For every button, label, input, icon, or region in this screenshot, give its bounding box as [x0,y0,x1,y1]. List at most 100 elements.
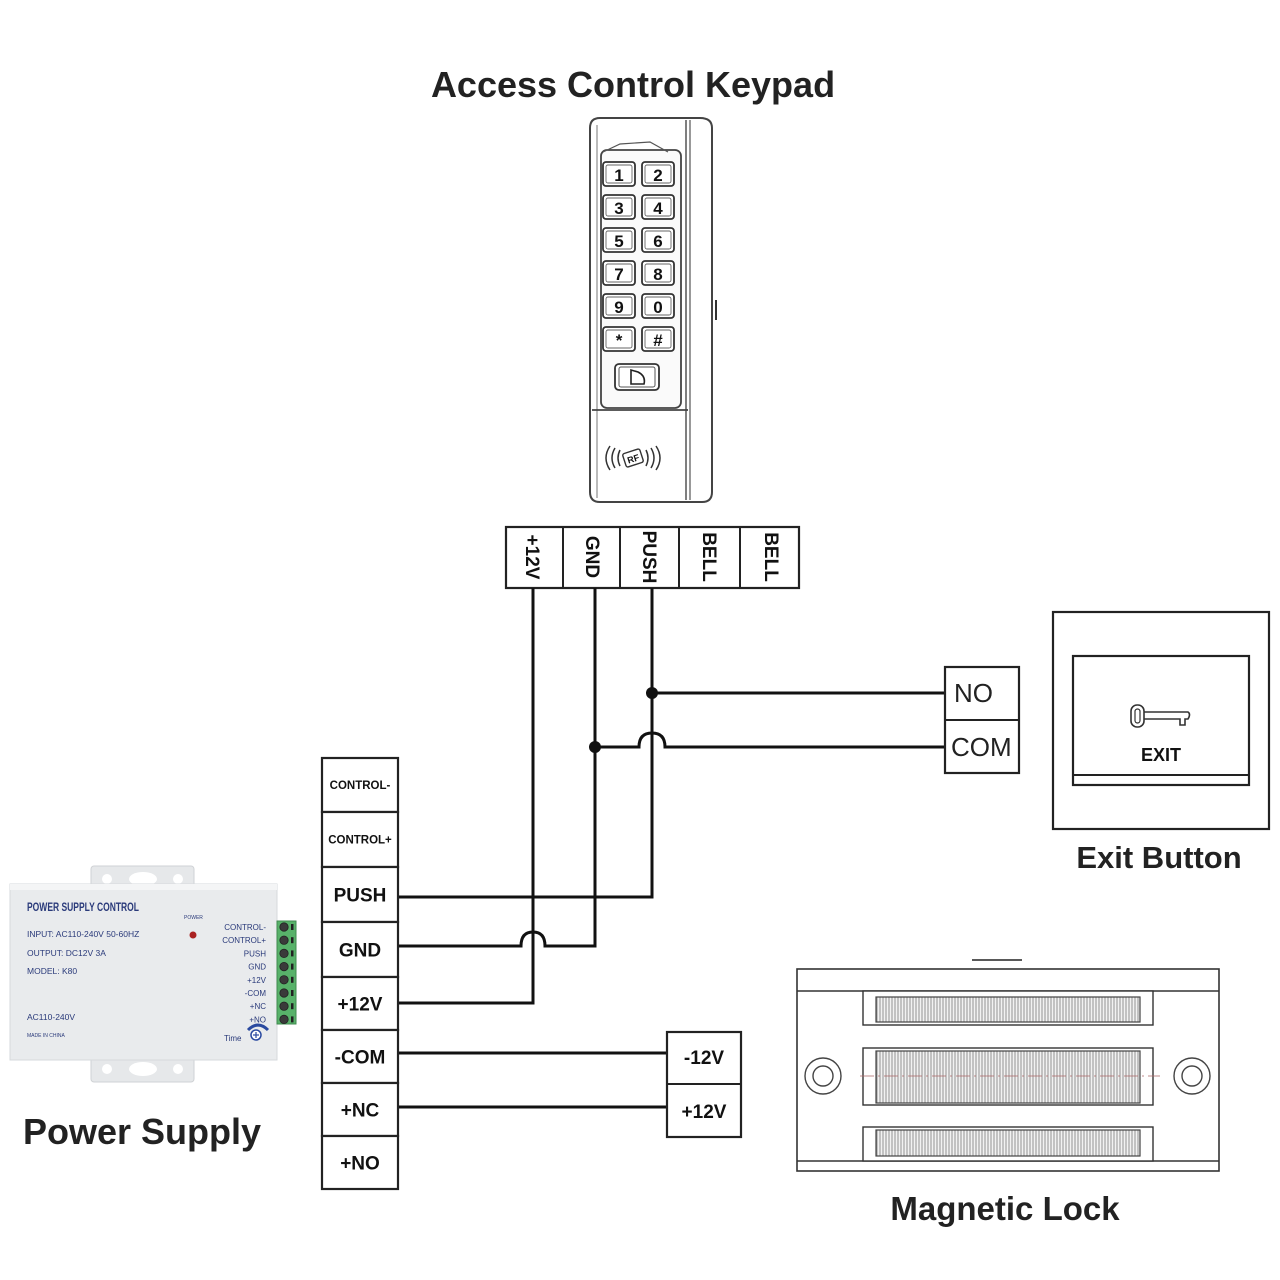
keypad-terminal-bell-1: BELL [698,532,719,582]
ps-side-terminal-label: +12V [247,976,267,985]
rf-label: RF [626,452,641,465]
key-icon [1130,704,1191,728]
keypad-key-label: 8 [653,265,662,284]
ps-terminal-label: +NC [341,1101,380,1122]
keypad-key[interactable]: # [641,326,675,352]
ps-side-terminal-label: -COM [245,989,267,998]
ps-terminal-plus-12v: +12V [320,975,400,1032]
ps-output-label: OUTPUT: DC12V 3A [27,948,106,958]
lock-terminal-minus12v: -12V [684,1048,724,1069]
keypad-device: 1 2 3 4 5 6 7 8 9 0 * # RF [589,117,717,503]
time-knob-icon[interactable] [246,1023,270,1041]
keypad-key[interactable]: 2 [641,161,675,187]
ps-brand-label: POWER SUPPLY CONTROL [27,900,139,914]
keypad-key[interactable]: 1 [602,161,636,187]
keypad-title: Access Control Keypad [431,64,835,105]
lock-coil-bottom [875,1129,1141,1157]
ps-terminal-gnd: GND [320,920,400,979]
wire-12v [398,588,535,1005]
screw-icon [279,1001,289,1011]
ps-terminal-label: +12V [338,995,383,1016]
ps-terminal-label: CONTROL+ [328,835,392,847]
keypad-key-label: 4 [653,199,663,218]
keypad-key[interactable]: 5 [602,227,636,253]
keypad-key-label: 2 [653,166,662,185]
exit-button-terminal-block: NO COM [943,665,1021,775]
screw-icon [279,975,289,985]
lock-coil-middle [875,1050,1141,1104]
exit-label: EXIT [1141,745,1181,765]
ps-side-terminal-label: PUSH [244,949,266,958]
ps-terminal-minus-com: -COM [320,1028,400,1085]
keypad-terminal-12v: +12V [521,535,542,580]
keypad-terminal-bell-2: BELL [760,532,781,582]
junction-push [646,687,658,699]
keypad-key-label: 9 [614,298,623,317]
exit-button-title: Exit Button [1076,840,1241,875]
keypad-key[interactable]: 3 [602,194,636,220]
ps-side-terminal-label: +NO [249,1015,266,1024]
ps-terminal-control-plus: CONTROL+ [320,810,400,869]
doorbell-key[interactable] [614,363,660,391]
keypad-terminal-gnd: GND [581,536,602,578]
wire-exit-com [595,731,944,749]
ps-time-label: Time [224,1034,242,1043]
screw-icon [279,922,289,932]
ps-terminal-label: -COM [335,1048,386,1069]
ps-power-led-label: POWER [184,915,203,921]
screw-icon [279,1014,289,1025]
power-led-icon [189,931,197,939]
keypad-key[interactable]: * [602,326,636,352]
power-supply-title: Power Supply [23,1111,261,1152]
ps-side-terminal-label: GND [248,963,266,972]
keypad-key-label: 5 [614,232,623,251]
ps-terminal-label: +NO [340,1154,380,1175]
keypad-key-label: 3 [614,199,623,218]
screw-icon [279,961,289,972]
ps-ac-label: AC110-240V [27,1012,75,1022]
ps-terminal-label: PUSH [334,886,387,907]
ps-terminal-control-minus: CONTROL- [320,756,400,814]
ps-terminal-label: GND [339,941,381,962]
ps-model-label: MODEL: K80 [27,966,77,976]
wires [398,588,944,1109]
magnetic-lock-device [796,959,1220,1172]
bell-icon [630,368,646,385]
exit-button-device[interactable]: EXIT [1051,610,1271,831]
ps-made-in-label: MADE IN CHINA [27,1033,65,1039]
exit-terminal-com: COM [951,732,1012,762]
keypad-key-label: 6 [653,232,662,251]
screw-icon [279,988,289,998]
ps-terminal-plus-no: +NO [320,1134,400,1191]
wire-gnd [398,588,597,948]
power-supply-terminal-block: CONTROL- CONTROL+ PUSH GND +12V -COM +NC +NO [320,756,400,1191]
keypad-key[interactable]: 8 [641,260,675,286]
keypad-terminal-push: PUSH [638,531,659,584]
keypad-key-label: * [616,331,623,350]
keypad-key[interactable]: 4 [641,194,675,220]
wire-push [398,588,654,899]
power-supply-unit: POWER SUPPLY CONTROL INPUT: AC110-240V 5… [9,865,297,1083]
keypad-key[interactable]: 0 [641,293,675,319]
ps-side-terminal-label: CONTROL+ [222,936,266,945]
lock-terminal-plus12v: +12V [682,1102,727,1123]
exit-terminal-no: NO [954,678,993,708]
keypad-key[interactable]: 7 [602,260,636,286]
keypad-key-label: 0 [653,298,662,317]
magnetic-lock-title: Magnetic Lock [890,1190,1120,1227]
screw-icon [279,948,289,959]
rf-icon: RF [605,445,661,471]
junction-gnd [589,741,601,753]
keypad-key[interactable]: 6 [641,227,675,253]
ps-terminal-plus-nc: +NC [320,1081,400,1138]
ps-terminal-push: PUSH [320,865,400,924]
ps-side-terminal-label: CONTROL- [224,923,266,932]
keypad-key-label: # [653,331,663,350]
lock-terminal-block: -12V +12V [665,1030,743,1139]
lock-coil-top [875,996,1141,1023]
keypad-key-label: 1 [614,166,623,185]
ps-side-terminal-label: +NC [250,1002,266,1011]
keypad-key[interactable]: 9 [602,293,636,319]
keypad-key-label: 7 [614,265,623,284]
